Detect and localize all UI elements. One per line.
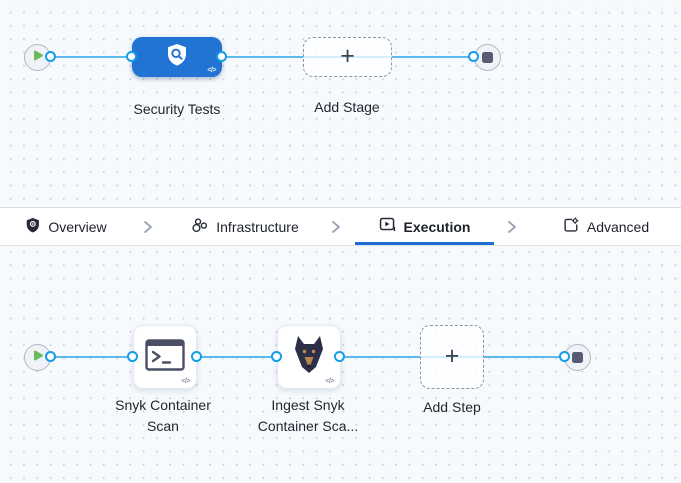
add-step-label[interactable]: Add Step bbox=[423, 399, 481, 415]
snyk-dog-icon bbox=[292, 335, 326, 380]
active-tab-underline bbox=[355, 242, 494, 245]
tab-execution[interactable]: Execution bbox=[379, 208, 471, 245]
stage-label[interactable]: Security Tests bbox=[133, 101, 221, 117]
step-start-out-port[interactable] bbox=[45, 351, 56, 362]
step-node-snyk-container-scan[interactable]: </> bbox=[133, 325, 197, 389]
step2-in-port[interactable] bbox=[271, 351, 282, 362]
chevron-right-icon bbox=[331, 208, 342, 245]
shield-scan-icon bbox=[166, 43, 188, 72]
chevron-right-icon bbox=[507, 208, 518, 245]
stop-icon bbox=[482, 52, 493, 63]
stage-node-security-tests[interactable]: </> bbox=[132, 37, 222, 77]
terminal-icon bbox=[145, 338, 185, 376]
code-badge: </> bbox=[207, 67, 216, 74]
tab-advanced[interactable]: Advanced bbox=[563, 208, 649, 245]
step-end-in-port[interactable] bbox=[559, 351, 570, 362]
tab-label: Infrastructure bbox=[216, 218, 299, 235]
step-node-ingest-snyk[interactable]: </> bbox=[277, 325, 341, 389]
stage-out-port[interactable] bbox=[216, 51, 227, 62]
step2-out-port[interactable] bbox=[334, 351, 345, 362]
plus-icon: + bbox=[340, 41, 355, 70]
play-icon bbox=[32, 49, 44, 67]
tab-label: Execution bbox=[403, 218, 471, 235]
plus-icon: + bbox=[444, 341, 460, 370]
step2-label[interactable]: Ingest Snyk Container Sca... bbox=[257, 397, 359, 434]
code-badge: </> bbox=[181, 378, 190, 385]
stage-flow-edge bbox=[44, 56, 481, 58]
step1-in-port[interactable] bbox=[127, 351, 138, 362]
start-out-port[interactable] bbox=[45, 51, 56, 62]
end-in-port[interactable] bbox=[468, 51, 479, 62]
stage-in-port[interactable] bbox=[126, 51, 137, 62]
stage-config-tabbar: Overview Infrastructure bbox=[0, 207, 681, 246]
box-gear-icon bbox=[563, 217, 579, 236]
code-badge: </> bbox=[325, 378, 334, 385]
add-stage-label[interactable]: Add Stage bbox=[314, 99, 380, 115]
step1-out-port[interactable] bbox=[191, 351, 202, 362]
nodes-icon bbox=[191, 217, 208, 236]
add-step-node[interactable]: + bbox=[420, 325, 484, 389]
tab-label: Overview bbox=[48, 218, 107, 235]
play-icon bbox=[32, 349, 44, 367]
tab-label: Advanced bbox=[586, 218, 650, 235]
step1-label[interactable]: Snyk Container Scan bbox=[115, 397, 211, 434]
shield-icon bbox=[25, 217, 40, 236]
stop-icon bbox=[572, 352, 583, 363]
tab-overview[interactable]: Overview bbox=[25, 208, 107, 245]
chevron-right-icon bbox=[143, 208, 154, 245]
execution-play-icon bbox=[379, 217, 396, 236]
add-stage-node[interactable]: + bbox=[303, 37, 392, 77]
tab-infrastructure[interactable]: Infrastructure bbox=[191, 208, 299, 245]
